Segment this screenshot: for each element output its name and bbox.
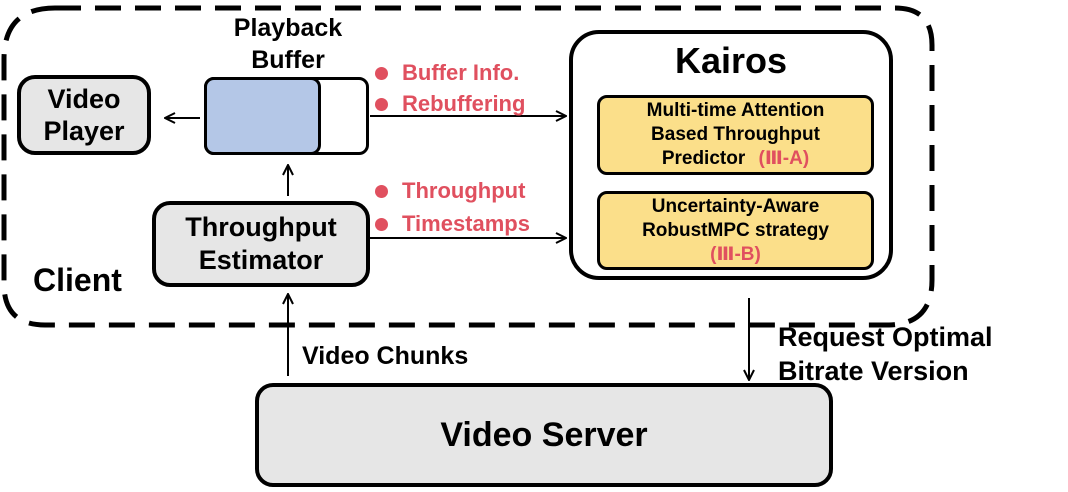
bullet-dot <box>375 97 388 111</box>
request-label-line2: Bitrate Version <box>778 356 969 386</box>
buffer-signals-list: Buffer Info. Rebuffering <box>375 58 525 119</box>
module-b-section-ref: (Ⅲ-B) <box>710 243 761 265</box>
throughput-signals-list: Throughput Timestamps <box>375 176 530 239</box>
video-player-box: Video Player <box>17 75 151 155</box>
throughput-signal-item: Throughput <box>375 176 530 206</box>
buffer-signal-label: Rebuffering <box>402 91 526 116</box>
video-server-box: Video Server <box>255 383 833 487</box>
video-player-label-line2: Player <box>43 116 125 146</box>
throughput-estimator-box: Throughput Estimator <box>152 201 370 287</box>
request-label-line1: Request Optimal <box>778 322 993 352</box>
video-player-label-line1: Video <box>47 84 121 114</box>
client-label: Client <box>33 262 122 298</box>
buffer-signal-item: Rebuffering <box>375 89 525 119</box>
throughput-signal-label: Timestamps <box>402 211 530 236</box>
module-a-line2: Based Throughput <box>651 124 820 145</box>
buffer-signal-item: Buffer Info. <box>375 58 525 88</box>
module-b-line1: Uncertainty-Aware <box>651 195 820 217</box>
bullet-dot <box>375 184 388 198</box>
module-a-section-ref: (Ⅲ-A) <box>758 148 810 169</box>
throughput-signal-item: Timestamps <box>375 209 530 239</box>
bullet-dot <box>375 66 388 80</box>
throughput-estimator-label-line2: Estimator <box>198 245 324 275</box>
playback-buffer-label: Playback Buffer <box>208 12 368 76</box>
kairos-title: Kairos <box>674 40 788 81</box>
playback-buffer-label-line2: Buffer <box>251 46 325 74</box>
client-boundary <box>1 5 935 328</box>
module-a-line1: Multi-time Attention <box>646 100 825 121</box>
throughput-signal-label: Throughput <box>402 178 526 203</box>
robustmpc-strategy-module: Uncertainty-Aware RobustMPC strategy (Ⅲ-… <box>597 191 874 270</box>
module-a-line3: Predictor (Ⅲ-A) <box>662 147 809 171</box>
module-b-line2: RobustMPC strategy <box>642 219 829 241</box>
throughput-predictor-module: Multi-time Attention Based Throughput Pr… <box>597 95 874 175</box>
buffer-signal-label: Buffer Info. <box>402 60 520 85</box>
playback-buffer-label-line1: Playback <box>233 14 343 42</box>
request-bitrate-label: Request Optimal Bitrate Version <box>778 320 993 388</box>
video-server-label: Video Server <box>440 415 648 454</box>
bullet-dot <box>375 217 388 231</box>
module-a-name: Predictor <box>661 148 746 169</box>
playback-buffer-fill <box>204 77 321 155</box>
video-chunks-label: Video Chunks <box>302 342 469 370</box>
throughput-estimator-label-line1: Throughput <box>185 212 337 242</box>
